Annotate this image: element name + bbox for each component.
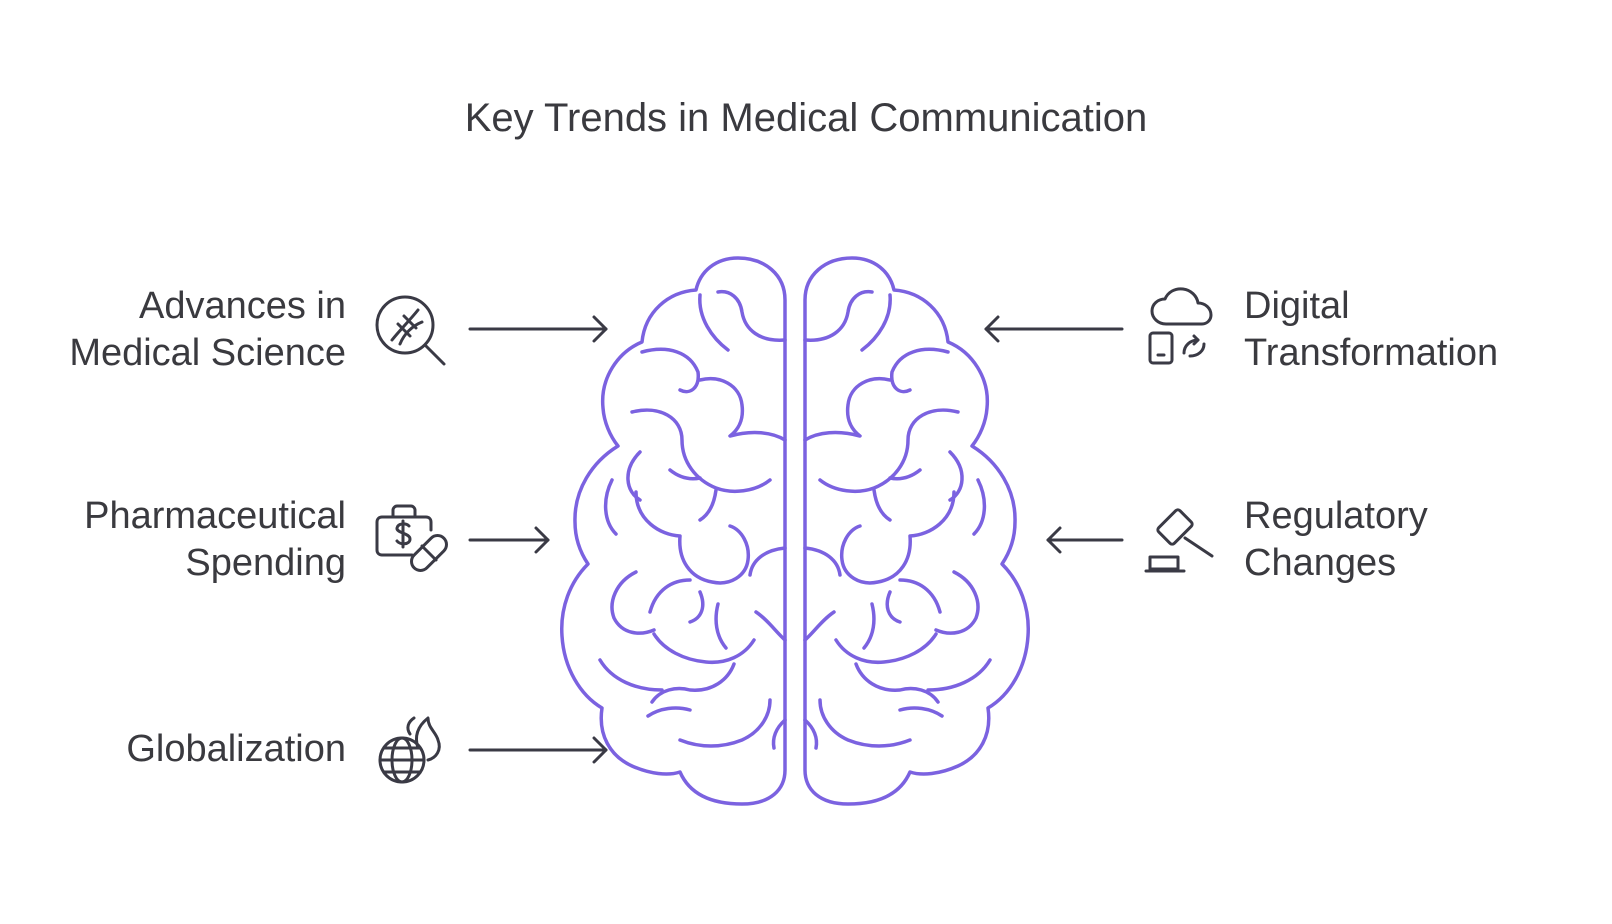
money-pill-icon <box>377 506 450 574</box>
dna-search-icon <box>377 297 444 364</box>
cloud-phone-sync-icon <box>1150 289 1211 363</box>
gavel-icon <box>1146 509 1212 571</box>
brain-right-hemisphere <box>805 258 1028 804</box>
arrow-advances <box>470 317 606 341</box>
brain-illustration <box>562 258 1029 804</box>
arrow-pharma <box>470 528 548 552</box>
globe-fire-icon <box>380 718 439 782</box>
arrow-regulatory <box>1048 528 1122 552</box>
arrow-globalization <box>470 738 606 762</box>
arrow-digital <box>986 317 1122 341</box>
